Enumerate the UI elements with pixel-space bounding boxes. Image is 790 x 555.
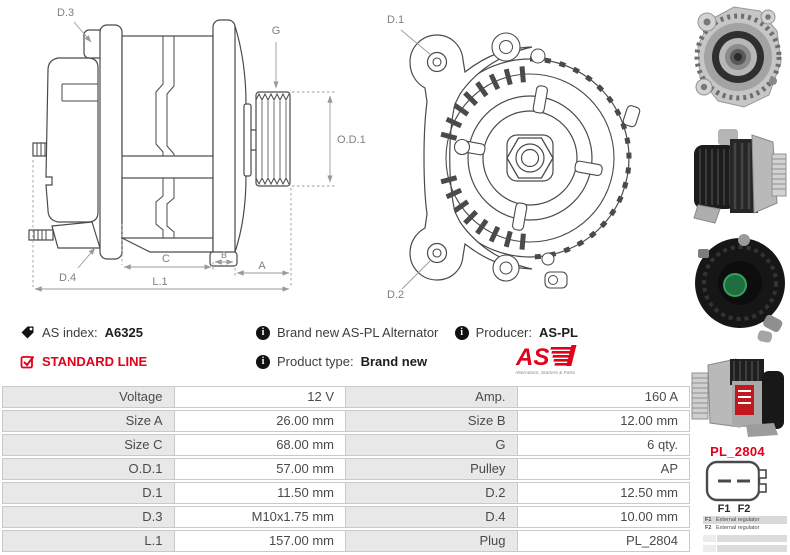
spec-value: 57.00 mm <box>174 459 346 479</box>
as-pl-logo-graphic: AS Alternators, Starters & Parts <box>515 344 577 376</box>
spec-label: Size B <box>346 411 518 431</box>
spec-label: D.1 <box>3 483 175 503</box>
plug-code: PL_2804 <box>710 444 765 459</box>
spec-label: G <box>346 435 518 455</box>
plug-pin-f1: F1 <box>718 503 731 514</box>
product-photo-rear[interactable] <box>688 233 788 345</box>
dim-label-l1: L.1 <box>152 276 167 288</box>
spec-table-row: D.3 M10x1.75 mm D.4 10.00 mm <box>2 506 690 528</box>
spec-table: Voltage 12 V Amp. 160 A Size A 26.00 mm … <box>2 386 690 554</box>
standard-line-badge: STANDARD LINE <box>20 354 147 369</box>
spec-value: 157.00 mm <box>174 531 346 551</box>
spec-value: 10.00 mm <box>517 507 689 527</box>
standard-line-text: STANDARD LINE <box>42 354 148 369</box>
dim-label-d4: D.4 <box>59 272 76 284</box>
product-info-bar: AS index: A6325 i Brand new AS-PL Altern… <box>0 313 685 383</box>
product-type-value: Brand new <box>360 354 428 369</box>
plug-legend-pin: F1 <box>705 517 712 523</box>
side-view-drawing <box>28 19 291 267</box>
spec-label: Pulley <box>346 459 518 479</box>
plug-diagram: F1 F2 <box>705 460 767 514</box>
spec-value: 12.00 mm <box>517 411 689 431</box>
dim-label-d1: D.1 <box>387 14 404 26</box>
spec-value: PL_2804 <box>517 531 689 551</box>
tag-icon <box>21 326 34 339</box>
product-description: i Brand new AS-PL Alternator <box>256 325 438 340</box>
front-view-dimensions <box>400 29 432 290</box>
product-photos-sidebar: PL_2804 F1 F2 F1 External regulator F2 E… <box>685 0 790 555</box>
product-type: i Product type: Brand new <box>256 354 427 369</box>
legend-empty-row <box>703 545 787 552</box>
dim-label-b: B <box>221 250 227 260</box>
logo-tagline: Alternators, Starters & Parts <box>515 370 575 376</box>
spec-label: L.1 <box>3 531 175 551</box>
spec-value: 12 V <box>174 387 346 407</box>
spec-label: Plug <box>346 531 518 551</box>
dim-label-d2: D.2 <box>387 289 404 301</box>
spec-table-row: Size C 68.00 mm G 6 qty. <box>2 434 690 456</box>
spec-value: M10x1.75 mm <box>174 507 346 527</box>
as-index-value: A6325 <box>104 325 143 340</box>
description-text: Brand new AS-PL Alternator <box>277 325 439 340</box>
front-view-labels: D.1 D.2 <box>387 14 404 301</box>
side-view-labels: D.3 G O.D.1 D.4 C B A L.1 <box>57 7 366 288</box>
as-index: AS index: A6325 <box>20 325 143 340</box>
spec-value: 6 qty. <box>517 435 689 455</box>
product-photo-front[interactable] <box>688 2 788 114</box>
checkbox-icon <box>20 355 35 369</box>
legend-empty-row <box>703 535 787 542</box>
technical-drawings: D.3 G O.D.1 D.4 C B A L.1 <box>28 7 641 301</box>
dim-label-od1: O.D.1 <box>337 134 366 146</box>
info-icon: i <box>256 354 270 369</box>
spec-value: 160 A <box>517 387 689 407</box>
plug-legend-row: F2 External regulator <box>703 524 787 532</box>
plug-legend: F1 External regulator F2 External regula… <box>703 516 787 552</box>
producer-label: Producer: <box>475 325 532 340</box>
as-pl-logo: AS Alternators, Starters & Parts <box>512 343 578 377</box>
spec-label: Size A <box>3 411 175 431</box>
spec-table-row: D.1 11.50 mm D.2 12.50 mm <box>2 482 690 504</box>
spec-label: Amp. <box>346 387 518 407</box>
plug-pin-f2: F2 <box>738 503 751 514</box>
spec-value: AP <box>517 459 689 479</box>
plug-legend-desc: External regulator <box>716 525 760 531</box>
plug-legend-desc: External regulator <box>716 517 760 523</box>
producer: i Producer: AS-PL <box>454 325 578 340</box>
product-photo-side-left[interactable] <box>688 347 788 437</box>
spec-table-row: L.1 157.00 mm Plug PL_2804 <box>2 530 690 552</box>
spec-value: 12.50 mm <box>517 483 689 503</box>
dim-label-d3: D.3 <box>57 7 74 19</box>
spec-table-row: Voltage 12 V Amp. 160 A <box>2 386 690 408</box>
front-view-drawing <box>409 32 641 289</box>
spec-table-row: O.D.1 57.00 mm Pulley AP <box>2 458 690 480</box>
spec-label: D.3 <box>3 507 175 527</box>
producer-value: AS-PL <box>539 325 578 340</box>
spec-label: D.4 <box>346 507 518 527</box>
spec-value: 26.00 mm <box>174 411 346 431</box>
dim-label-c: C <box>162 253 170 265</box>
as-index-label: AS index: <box>42 325 98 340</box>
spec-value: 68.00 mm <box>174 435 346 455</box>
dim-label-a: A <box>258 260 266 272</box>
spec-table-row: Size A 26.00 mm Size B 12.00 mm <box>2 410 690 432</box>
spec-label: D.2 <box>346 483 518 503</box>
info-icon: i <box>256 325 270 340</box>
product-photo-side-right[interactable] <box>688 117 788 231</box>
spec-label: Voltage <box>3 387 175 407</box>
product-type-label: Product type: <box>277 354 354 369</box>
plug-legend-row: F1 External regulator <box>703 516 787 524</box>
plug-legend-pin: F2 <box>705 525 712 531</box>
spec-value: 11.50 mm <box>174 483 346 503</box>
side-view-dimensions <box>32 21 336 292</box>
dim-label-g: G <box>272 25 281 37</box>
logo-text: AS <box>515 344 549 371</box>
spec-label: O.D.1 <box>3 459 175 479</box>
info-icon: i <box>454 325 469 340</box>
spec-label: Size C <box>3 435 175 455</box>
